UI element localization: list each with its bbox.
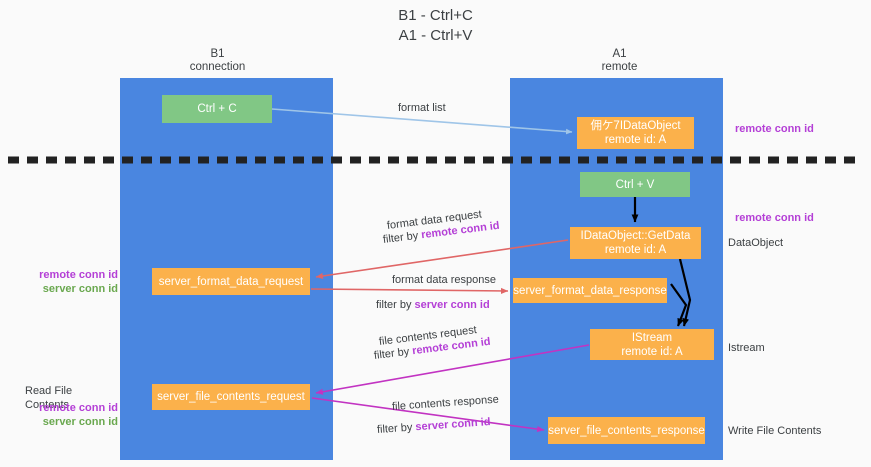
filter-key-server-conn-id: server conn id	[414, 299, 490, 311]
node-server-format-data-response-label: server_format_data_response	[513, 284, 667, 297]
filter-prefix: filter by	[376, 299, 415, 311]
annotation-istream: Istream	[728, 342, 765, 354]
node-server-file-contents-request[interactable]: server_file_contents_request	[152, 384, 310, 410]
column-header-b1-role: connection	[189, 61, 246, 73]
node-idataobject[interactable]: 佣ケ7IDataObject remote id: A	[577, 117, 694, 149]
filter-prefix: filter by	[382, 229, 422, 246]
annotation-dataobject: DataObject	[728, 237, 784, 249]
column-header-a1-role: remote	[601, 61, 638, 73]
node-idataobject-sub: remote id: A	[604, 134, 667, 146]
annotation-remote-conn-id-mid: remote conn id	[735, 212, 814, 224]
annotation-left-remote-conn-id: remote conn id	[39, 269, 118, 281]
node-server-format-data-request[interactable]: server_format_data_request	[152, 268, 310, 295]
edge-label-file-contents-response: file contents response	[391, 393, 500, 413]
edge-label-format-list: format list	[398, 102, 446, 114]
connector-format-data-response	[310, 287, 509, 295]
node-server-file-contents-request-label: server_file_contents_request	[157, 391, 305, 403]
title-line-1: B1 - Ctrl+C	[398, 7, 473, 24]
page-title: B1 - Ctrl+C A1 - Ctrl+V	[0, 6, 871, 46]
annotation-remote-conn-id-top: remote conn id	[735, 123, 814, 135]
filter-key-server-conn-id: server conn id	[415, 416, 491, 434]
node-istream-label: IStream	[631, 331, 673, 344]
annotation-left-server-conn-id-2: server conn id	[42, 416, 118, 428]
node-server-format-data-request-label: server_format_data_request	[158, 275, 304, 288]
edge-label-file-contents-response-filter: filter by server conn id	[377, 415, 491, 437]
node-ctrl-c[interactable]: Ctrl + C	[162, 95, 272, 123]
filter-prefix: filter by	[373, 345, 413, 362]
node-server-format-data-response[interactable]: server_format_data_response	[513, 278, 667, 303]
annotation-read-file-contents: Read File Contents	[25, 385, 73, 411]
node-istream[interactable]: IStream remote id: A	[590, 329, 714, 360]
column-header-b1: B1 connection	[150, 48, 285, 74]
node-idataobject-getdata-sub: remote id: A	[604, 244, 667, 256]
column-header-b1-name: B1	[210, 48, 225, 60]
annotation-left-conn-id-legend-2: remote conn id server conn id	[20, 401, 118, 429]
node-ctrl-c-label: Ctrl + C	[197, 103, 237, 115]
annotation-write-file-contents: Write File Contents	[728, 425, 822, 437]
edge-label-format-data-response: format data response	[392, 274, 496, 286]
node-ctrl-v-label: Ctrl + V	[615, 178, 655, 191]
node-server-file-contents-response-label: server_file_contents_response	[548, 424, 705, 437]
node-idataobject-label: 佣ケ7IDataObject	[590, 120, 681, 132]
node-istream-sub: remote id: A	[621, 345, 683, 358]
column-header-a1: A1 remote	[552, 48, 687, 74]
node-ctrl-v[interactable]: Ctrl + V	[580, 172, 690, 197]
node-idataobject-getdata[interactable]: IDataObject::GetData remote id: A	[570, 227, 701, 259]
node-idataobject-getdata-label: IDataObject::GetData	[580, 230, 691, 242]
edge-label-format-data-response-filter: filter by server conn id	[376, 298, 490, 312]
annotation-left-server-conn-id: server conn id	[42, 283, 118, 295]
node-server-file-contents-response[interactable]: server_file_contents_response	[548, 417, 705, 444]
annotation-left-remote-conn-id-2: remote conn id	[39, 402, 118, 414]
filter-prefix: filter by	[376, 421, 416, 436]
column-header-a1-name: A1	[612, 48, 627, 60]
title-line-2: A1 - Ctrl+V	[398, 27, 473, 44]
annotation-left-conn-id-legend: remote conn id server conn id	[20, 268, 118, 296]
